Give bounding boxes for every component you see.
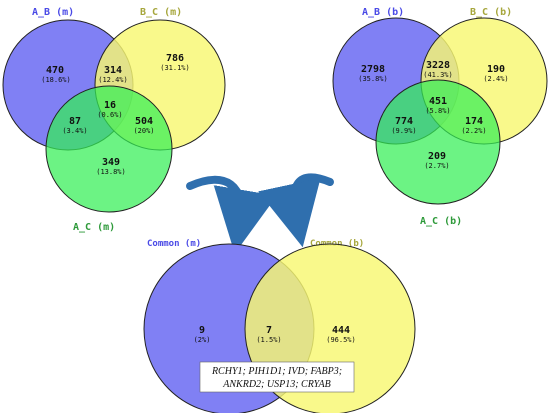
arrow-left-icon [186,175,277,254]
gene-list-box [199,361,355,393]
venn-m-count-bc: 504 [135,116,153,127]
venn-m-count-c: 349 [102,157,120,168]
venn-m: A_B (m) B_C (m) A_C (m) 470 (18.6%) 314 … [2,7,226,233]
venn-b-count-b: 190 [487,64,505,75]
venn-common-pct-m: (2%) [194,336,211,344]
venn-m-count-abc: 16 [104,100,116,111]
gene-list-line-2: ANKRD2; USP13; CRYAB [222,379,330,390]
arrow-right-icon [258,173,334,248]
venn-b-pct-ab: (41.3%) [423,71,453,79]
venn-b-count-bc: 174 [465,116,483,127]
venn-m-count-b: 786 [166,53,184,64]
venn-b-count-abc: 451 [429,96,447,107]
venn-b-pct-c: (2.7%) [424,162,449,170]
venn-b-count-ac: 774 [395,116,413,127]
venn-b-label-ac: A_C (b) [420,216,462,227]
venn-common-count-m: 9 [199,325,205,336]
venn-b-pct-bc: (2.2%) [461,127,486,135]
venn-b-count-ab: 3228 [426,60,450,71]
venn-common-label-m: Common (m) [147,239,201,249]
venn-b-count-c: 209 [428,151,446,162]
venn-common: Common (m) Common (b) 9 (2%) 7 (1.5%) 44… [143,239,416,413]
venn-m-pct-bc: (20%) [133,127,154,135]
venn-b-pct-a: (35.8%) [358,75,388,83]
venn-b-pct-ac: (9.9%) [391,127,416,135]
venn-m-count-ab: 314 [104,65,122,76]
venn-m-pct-abc: (0.6%) [97,111,122,119]
venn-b-pct-b: (2.4%) [483,75,508,83]
venn-m-count-ac: 87 [69,116,81,127]
venn-m-pct-ac: (3.4%) [62,127,87,135]
venn-m-count-a: 470 [46,65,64,76]
venn-m-label-ab: A_B (m) [32,7,74,18]
venn-b-pct-abc: (5.8%) [425,107,450,115]
venn-m-pct-a: (18.6%) [41,76,71,84]
venn-common-count-b: 444 [332,325,350,336]
venn-b: A_B (b) B_C (b) A_C (b) 2798 (35.8%) 322… [332,7,548,227]
venn-m-circle-ac [45,85,173,213]
venn-b-label-bc: B_C (b) [470,7,512,18]
gene-list-line-1: RCHY1; PIH1D1; IVD; FABP3; [211,366,342,377]
venn-common-count-mb: 7 [266,325,272,336]
venn-common-pct-b: (96.5%) [326,336,356,344]
venn-b-label-ab: A_B (b) [362,7,404,18]
venn-m-pct-c: (13.8%) [96,168,126,176]
venn-common-pct-mb: (1.5%) [256,336,281,344]
venn-m-label-ac: A_C (m) [73,222,115,233]
venn-b-circle-ac [375,79,501,205]
venn-m-label-bc: B_C (m) [140,7,182,18]
venn-b-count-a: 2798 [361,64,385,75]
venn-m-pct-b: (31.1%) [160,64,190,72]
venn-m-pct-ab: (12.4%) [98,76,128,84]
